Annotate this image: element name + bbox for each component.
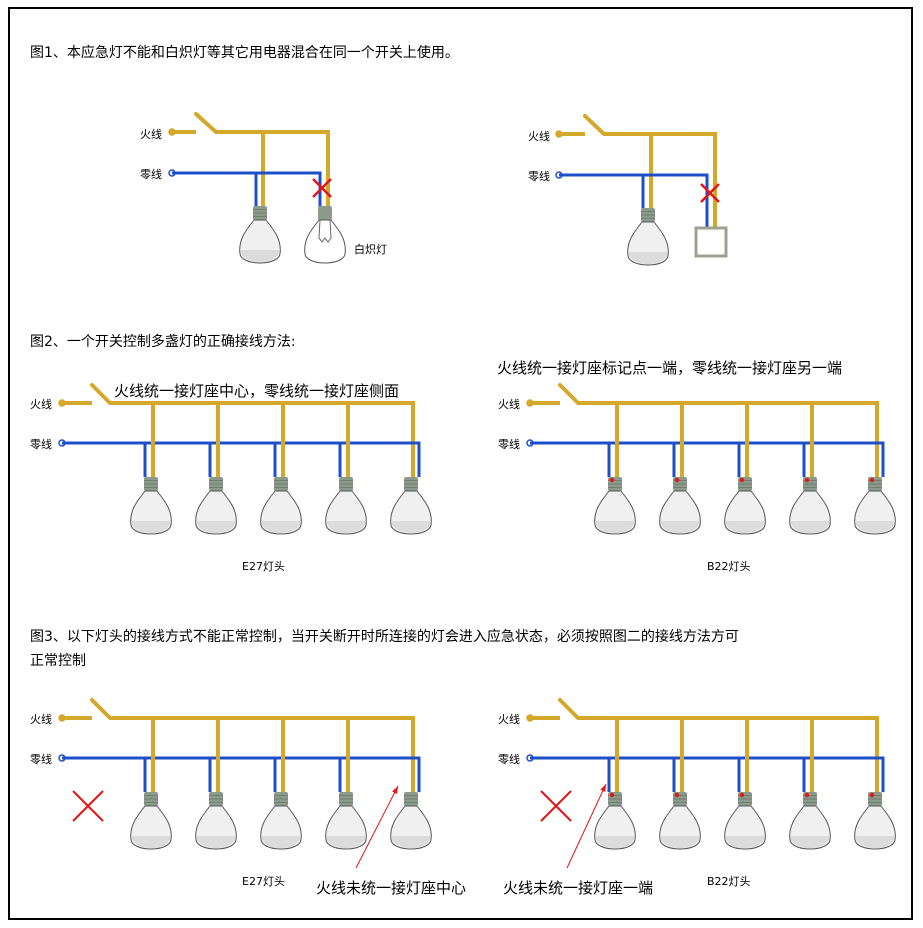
fig1-left-incandescent-filament	[318, 219, 332, 243]
fig1-left-live-label: 火线	[140, 128, 162, 141]
fig3-right-arrow-head	[600, 784, 606, 792]
fig1-right-neutral-main	[559, 173, 709, 228]
fig3-right-neutral-label: 零线	[498, 753, 520, 766]
fig3-right-live-label: 火线	[498, 713, 520, 726]
fig3-right-cross	[540, 790, 572, 822]
fig1-left-cross	[312, 178, 332, 198]
fig2-right-bulb-3-marker-dot	[739, 477, 745, 483]
fig2-title: 图2、一个开关控制多盏灯的正确接线方法:	[30, 334, 296, 350]
fig3-left-switch	[90, 698, 112, 720]
fig3-left-arrow	[355, 785, 399, 869]
fig2-right-neutral-main	[530, 441, 885, 477]
fig2-right-bulb-5-glass-shade	[855, 521, 895, 533]
fig2-right-bulb-2-marker-dot	[674, 477, 680, 483]
figure-frame	[8, 7, 913, 920]
appliance-box	[694, 226, 728, 258]
fig3-right-bulb-2-marker-dot	[674, 792, 680, 798]
fig1-title: 图1、本应急灯不能和白炽灯等其它用电器混合在同一个开关上使用。	[30, 45, 459, 61]
fig1-left-incandescent-glass	[304, 219, 346, 264]
fig2-left-bulb-3-glass-shade	[261, 521, 301, 533]
fig3-right-bulb-5-marker-dot	[869, 792, 875, 798]
fig2-left-neutral-label: 零线	[30, 438, 52, 451]
fig1-right-bulb-glass-shade	[628, 252, 668, 264]
fig1-left-neutral-main	[172, 171, 322, 210]
fig3-right-bulb-4-marker-dot	[804, 792, 810, 798]
fig2-right-bulb-4-glass-shade	[790, 521, 830, 533]
fig2-left-caption: 火线统一接灯座中心，零线统一接灯座侧面	[114, 382, 400, 400]
fig1-right-neutral-label: 零线	[528, 170, 550, 183]
fig3-right-neutral-main	[530, 756, 885, 792]
fig2-right-bulb-4-marker-dot	[804, 477, 810, 483]
fig3-left-bulb-5-glass-shade	[391, 836, 431, 848]
fig1-left-live-main	[216, 130, 330, 208]
fig1-right-switch	[583, 114, 606, 136]
fig2-right-bulb-5-marker-dot	[869, 477, 875, 483]
fig1-left-incandescent-base	[318, 206, 332, 220]
fig3-left-neutral-label: 零线	[30, 753, 52, 766]
fig3-right-arrow	[566, 783, 607, 869]
fig2-left-live-label: 火线	[30, 398, 52, 411]
fig2-left-live-main	[110, 401, 415, 477]
fig1-left-neutral-label: 零线	[140, 168, 162, 181]
fig2-right-bulb-1-glass-shade	[595, 521, 635, 533]
fig3-right-annotation: 火线未统一接灯座一端	[503, 879, 654, 897]
fig3-right-bulb-1-glass-shade	[595, 836, 635, 848]
fig3-left-live-label: 火线	[30, 713, 52, 726]
fig2-left-bulb-2-glass-shade	[196, 521, 236, 533]
fig1-right-cross	[700, 183, 720, 203]
fig3-left-bulb-1-glass-shade	[131, 836, 171, 848]
fig3-left-annotation: 火线未统一接灯座中心	[316, 879, 467, 897]
fig3-left-bulb-4-glass-shade	[326, 836, 366, 848]
fig3-right-bulb-3-glass-shade	[725, 836, 765, 848]
fig2-right-bulb-1-marker-dot	[609, 477, 615, 483]
fig2-left-base-label: E27灯头	[242, 560, 285, 573]
incandescent-label: 白炽灯	[354, 243, 387, 256]
fig3-right-live-main	[578, 716, 879, 792]
fig2-right-live-label: 火线	[498, 398, 520, 411]
fig3-left-arrow-head	[392, 786, 398, 794]
fig1-right-live-label: 火线	[528, 130, 550, 143]
fig3-left-live-main	[110, 716, 415, 792]
fig3-right-bulb-3-marker-dot	[739, 792, 745, 798]
fig3-right-switch	[558, 698, 580, 720]
fig2-right-neutral-label: 零线	[498, 438, 520, 451]
fig1-left-bulb-glass-shade	[240, 250, 280, 262]
fig3-left-neutral-main	[62, 756, 421, 792]
fig3-right-bulb-1-marker-dot	[609, 792, 615, 798]
fig2-left-bulb-4-glass-shade	[326, 521, 366, 533]
fig2-left-neutral-main	[62, 441, 421, 477]
fig2-right-caption: 火线统一接灯座标记点一端，零线统一接灯座另一端	[497, 359, 843, 377]
fig2-left-switch	[90, 383, 112, 405]
fig3-right-base-label: B22灯头	[707, 875, 751, 888]
fig3-left-base-label: E27灯头	[242, 875, 285, 888]
fig2-right-switch	[558, 383, 580, 405]
fig3-left-bulb-2-glass-shade	[196, 836, 236, 848]
fig3-left-bulb-3-glass-shade	[261, 836, 301, 848]
fig2-left-bulb-1-glass-shade	[131, 521, 171, 533]
fig2-left-bulb-5-glass-shade	[391, 521, 431, 533]
fig2-right-live-main	[578, 401, 879, 477]
fig2-right-base-label: B22灯头	[707, 560, 751, 573]
fig3-title-line1: 图3、以下灯头的接线方式不能正常控制，当开关断开时所连接的灯会进入应急状态，必须…	[30, 629, 739, 645]
fig1-right-live-main	[604, 132, 717, 228]
fig1-left-switch	[194, 112, 218, 134]
fig3-right-bulb-5-glass-shade	[855, 836, 895, 848]
fig3-right-bulb-2-glass-shade	[660, 836, 700, 848]
fig3-right-bulb-4-glass-shade	[790, 836, 830, 848]
fig3-left-cross	[72, 790, 104, 822]
fig2-right-bulb-3-glass-shade	[725, 521, 765, 533]
fig3-title-line2: 正常控制	[30, 653, 86, 669]
fig2-right-bulb-2-glass-shade	[660, 521, 700, 533]
